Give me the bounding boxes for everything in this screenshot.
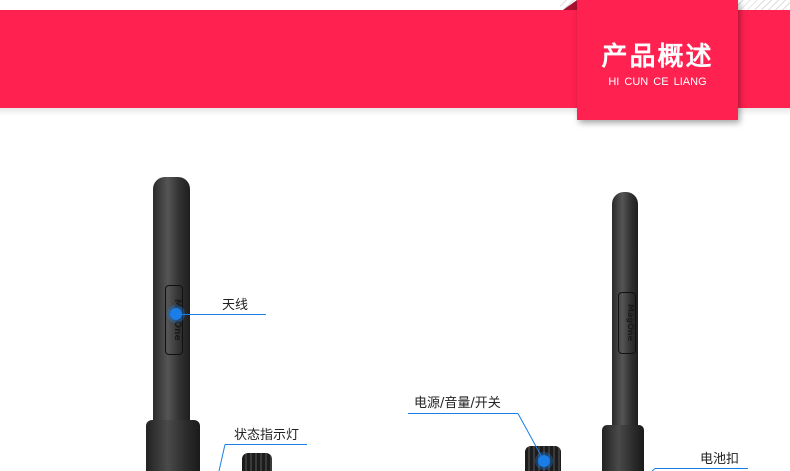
antenna-line [176,314,266,315]
status-light-line [225,444,307,445]
right-antenna-base [602,425,644,471]
left-antenna [153,177,190,427]
header-shadow [0,108,790,116]
right-antenna [612,192,638,432]
status-light-knob [242,453,272,471]
ribbon-fold [563,0,577,10]
callout-antenna: 天线 [222,298,249,313]
antenna-brand-logo-right: MagOne [618,292,636,354]
battery-latch-line [655,468,748,469]
power-marker [538,455,550,467]
left-antenna-base [146,420,200,471]
callout-status-light: 状态指示灯 [234,428,300,443]
antenna-brand-logo: MagOne [165,285,183,355]
callout-power-volume-switch: 电源/音量/开关 [414,396,501,411]
power-line [408,413,518,414]
section-title: 产品概述 [601,42,714,72]
section-subtitle: HI CUN CE LIANG [608,76,707,88]
section-title-box: 产品概述 HI CUN CE LIANG [577,0,738,120]
callout-battery-latch: 电池扣 [700,452,740,467]
